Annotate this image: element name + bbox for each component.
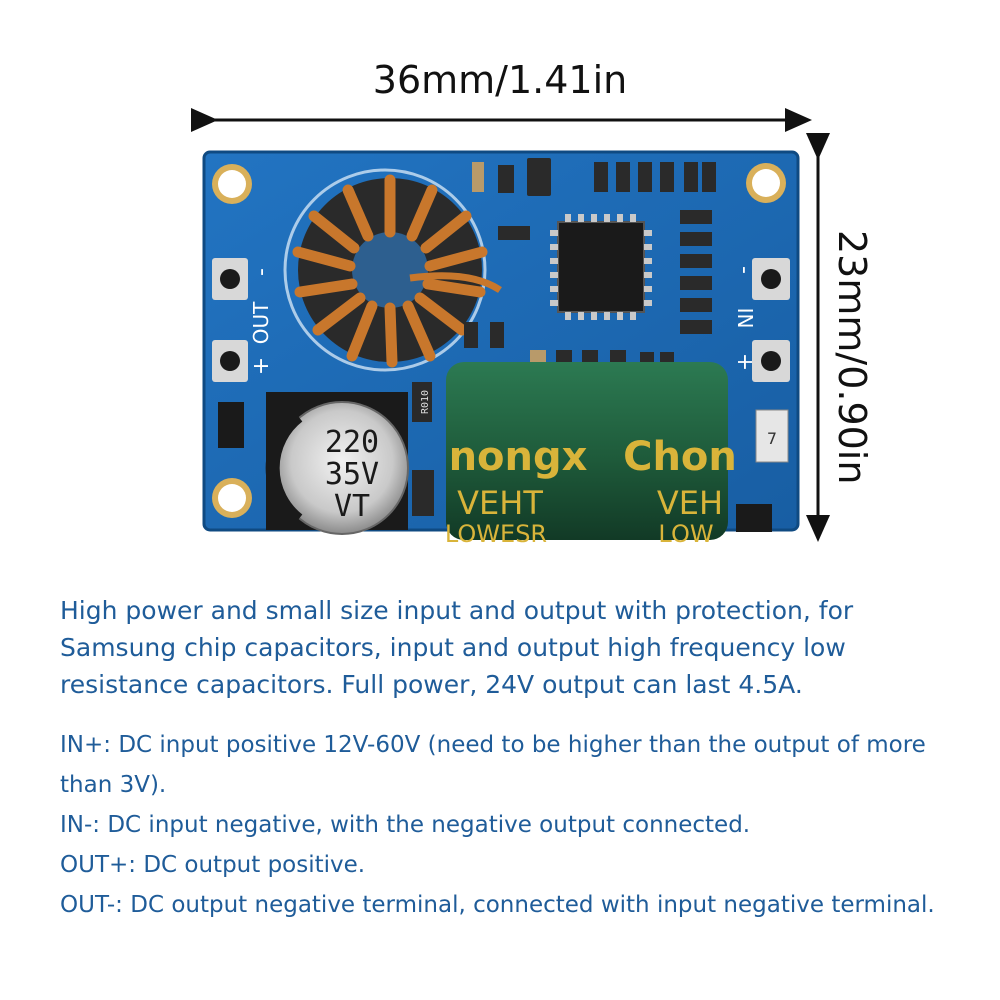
big-cap-series-left: VEHT <box>457 484 543 522</box>
small-cap-line-2: 35V <box>325 457 379 492</box>
in-label: IN <box>733 308 757 329</box>
resistor-mark: 7 <box>767 429 777 448</box>
big-cap-brand-left: nongx <box>449 434 588 480</box>
mounting-holes <box>212 163 786 518</box>
board-illustration: OUT - + IN - + <box>191 108 830 548</box>
pin-out-minus: OUT-: DC output negative terminal, conne… <box>60 892 935 918</box>
in-plus-label: + <box>732 353 757 371</box>
small-cap-line-1: 220 <box>325 425 379 460</box>
small-electrolytic-capacitor <box>265 392 409 535</box>
controller-ic <box>550 214 652 320</box>
big-cap-series-right: VEH <box>657 484 723 522</box>
out-pads <box>212 258 248 382</box>
inductor-chip-mark: R010 <box>420 390 431 414</box>
pin-in-minus: IN-: DC input negative, with the negativ… <box>60 812 751 838</box>
pin-descriptions: IN+: DC input positive 12V-60V (need to … <box>60 725 960 925</box>
toroid-inductor <box>292 174 502 368</box>
out-minus-label: - <box>249 268 274 276</box>
product-description: High power and small size input and outp… <box>60 596 854 699</box>
width-dimension-label: 36mm/1.41in <box>372 58 628 102</box>
in-minus-label: - <box>732 266 757 274</box>
big-cap-esr-right: LOW <box>658 520 713 548</box>
large-electrolytic-capacitor <box>446 362 728 540</box>
small-cap-line-3: VT <box>334 489 370 524</box>
out-plus-label: + <box>249 357 274 375</box>
out-label: OUT <box>249 301 273 344</box>
big-cap-esr-left: LOWESR <box>445 520 547 548</box>
pin-out-plus: OUT+: DC output positive. <box>60 852 366 878</box>
resistor <box>755 409 789 463</box>
big-cap-brand-right: Chon <box>623 434 737 480</box>
pin-in-plus: IN+: DC input positive 12V-60V (need to … <box>60 732 926 798</box>
in-pads <box>752 258 790 382</box>
